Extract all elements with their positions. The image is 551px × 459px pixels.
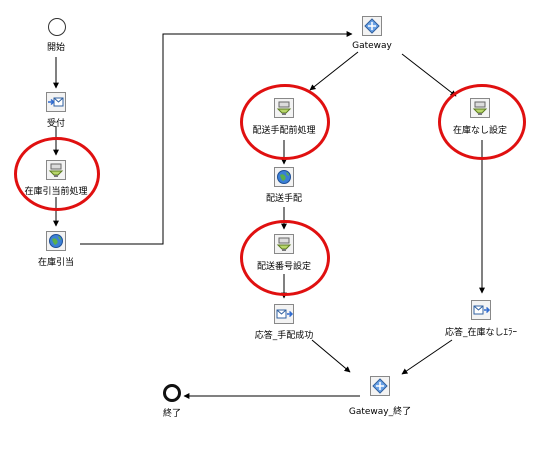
node-resp-no-stock-err[interactable]: 応答_在庫なしｴﾗｰ <box>444 300 518 340</box>
end-event-icon <box>163 384 181 402</box>
node-label: 応答_手配成功 <box>254 331 314 341</box>
service-globe-icon <box>274 167 294 187</box>
node-label: 終了 <box>162 409 182 419</box>
node-label: 開始 <box>46 43 66 53</box>
node-stock-alloc-pre[interactable]: 在庫引当前処理 <box>24 160 88 200</box>
send-message-icon <box>274 304 294 324</box>
edge-alloc-gateway <box>80 31 353 245</box>
gateway-split-icon <box>362 16 382 36</box>
gateway-merge-icon <box>370 376 390 396</box>
node-label: 配送手配前処理 <box>252 126 316 136</box>
node-gateway[interactable]: Gateway <box>350 16 394 56</box>
edge-respok-gwend <box>311 339 351 373</box>
node-ship-arrange[interactable]: 配送手配 <box>262 167 306 207</box>
service-globe-icon <box>46 231 66 251</box>
node-label: Gateway <box>352 41 392 51</box>
node-label: 配送手配 <box>265 194 303 204</box>
send-message-icon <box>471 300 491 320</box>
node-label: Gateway_終了 <box>348 407 412 417</box>
script-task-icon <box>274 234 294 254</box>
node-stock-alloc[interactable]: 在庫引当 <box>34 231 78 271</box>
node-end[interactable]: 終了 <box>152 384 192 424</box>
node-label: 配送番号設定 <box>256 262 312 272</box>
node-label: 在庫引当 <box>37 258 75 268</box>
script-task-icon <box>274 98 294 118</box>
node-no-stock-set[interactable]: 在庫なし設定 <box>448 98 512 138</box>
node-label: 受付 <box>46 119 66 129</box>
edge-resperr-gwend <box>401 339 453 375</box>
node-gateway-end[interactable]: Gateway_終了 <box>348 376 412 417</box>
receive-message-icon <box>46 92 66 112</box>
node-label: 在庫なし設定 <box>452 126 508 136</box>
node-label: 在庫引当前処理 <box>24 187 88 197</box>
node-resp-ship-ok[interactable]: 応答_手配成功 <box>252 304 316 344</box>
edge-gateway-nostock <box>401 53 457 97</box>
edge-gateway-shippre <box>309 51 359 91</box>
node-receive[interactable]: 受付 <box>34 92 78 132</box>
node-ship-pre[interactable]: 配送手配前処理 <box>252 98 316 138</box>
script-task-icon <box>46 160 66 180</box>
node-start[interactable]: 開始 <box>36 18 76 58</box>
start-event-icon <box>48 18 66 36</box>
node-label: 応答_在庫なしｴﾗｰ <box>444 328 518 338</box>
script-task-icon <box>470 98 490 118</box>
node-ship-number-set[interactable]: 配送番号設定 <box>252 234 316 274</box>
